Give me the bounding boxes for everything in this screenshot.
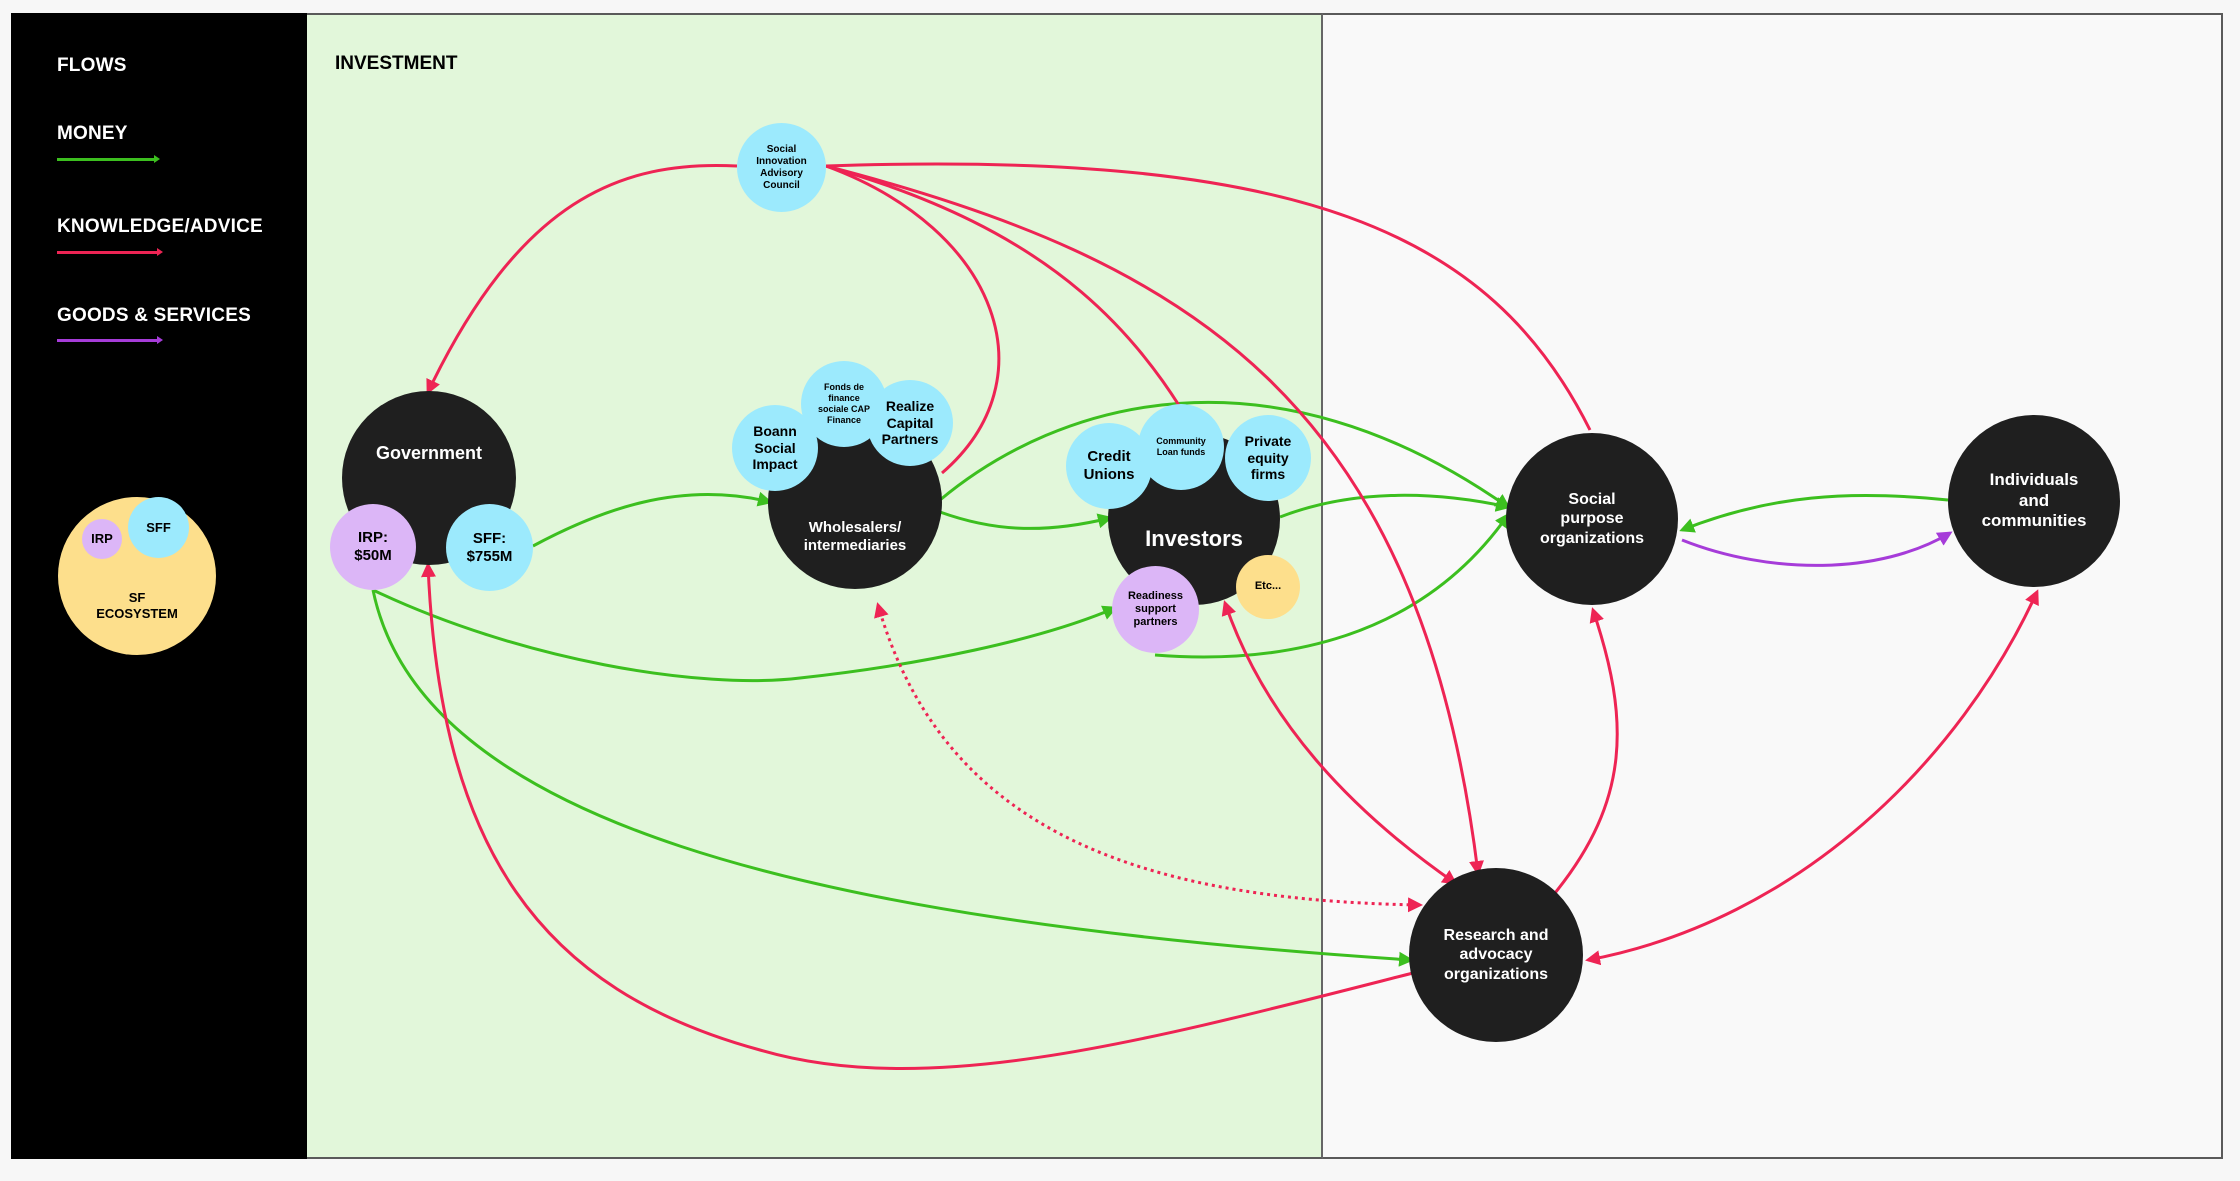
knowledge-flow-research-to-irp xyxy=(421,562,1414,1071)
knowledge-flow-sic-to-government xyxy=(426,163,738,395)
node-social-purpose-organizations: Social purpose organizations xyxy=(1506,433,1678,605)
node-research-and-advocacy-organizations: Research and advocacy organizations xyxy=(1409,868,1583,1042)
money-flow-wholesalers-to-social xyxy=(939,400,1511,509)
knowledge-flow-individuals-to-research xyxy=(1585,589,2039,966)
investment-title: INVESTMENT xyxy=(335,53,458,74)
legend-goods-label: GOODS & SERVICES xyxy=(57,305,251,326)
goods-flow-social-to-individuals xyxy=(1681,531,1953,567)
node-readiness-support-partners: Readiness support partners xyxy=(1112,566,1199,653)
legend-goods-line xyxy=(57,336,163,344)
money-flow-wholesalers-to-investors xyxy=(939,510,1113,530)
legend-knowledge-line xyxy=(57,248,163,256)
node-etc: Etc... xyxy=(1236,555,1300,619)
node-credit-unions: Credit Unions xyxy=(1066,423,1152,509)
money-flow-sff-to-wholesalers xyxy=(532,491,773,548)
node-sff-amount: SFF: $755M xyxy=(446,504,533,591)
legend-knowledge-label: KNOWLEDGE/ADVICE xyxy=(57,216,263,237)
legend-money-line xyxy=(57,155,160,163)
node-community-loan-funds: Community Loan funds xyxy=(1138,404,1224,490)
ecosystem-irp-circle: IRP xyxy=(82,519,122,559)
node-social-innovation-advisory-council: Social Innovation Advisory Council xyxy=(737,123,826,212)
money-flow-irp-to-research xyxy=(371,589,1414,967)
money-flow-irp-to-readiness xyxy=(372,588,1118,683)
knowledge-flow-investors-to-research xyxy=(1221,600,1458,885)
node-irp-amount: IRP: $50M xyxy=(330,504,416,590)
legend-title: FLOWS xyxy=(57,55,127,76)
legend-money-label: MONEY xyxy=(57,123,128,144)
knowledge-flow-sic-to-wholesalers xyxy=(825,164,1001,475)
money-flow-individuals-to-social xyxy=(1679,493,1949,533)
knowledge-flow-research-to-social xyxy=(1553,607,1619,894)
knowledge-flow-sic-to-social xyxy=(825,162,1592,431)
node-realize-capital-partners: Realize Capital Partners xyxy=(867,380,953,466)
node-individuals-and-communities: Individuals and communities xyxy=(1948,415,2120,587)
money-flow-investors-to-social xyxy=(1279,493,1511,519)
ecosystem-sff-circle: SFF xyxy=(128,497,189,558)
node-private-equity-firms: Private equity firms xyxy=(1225,415,1311,501)
